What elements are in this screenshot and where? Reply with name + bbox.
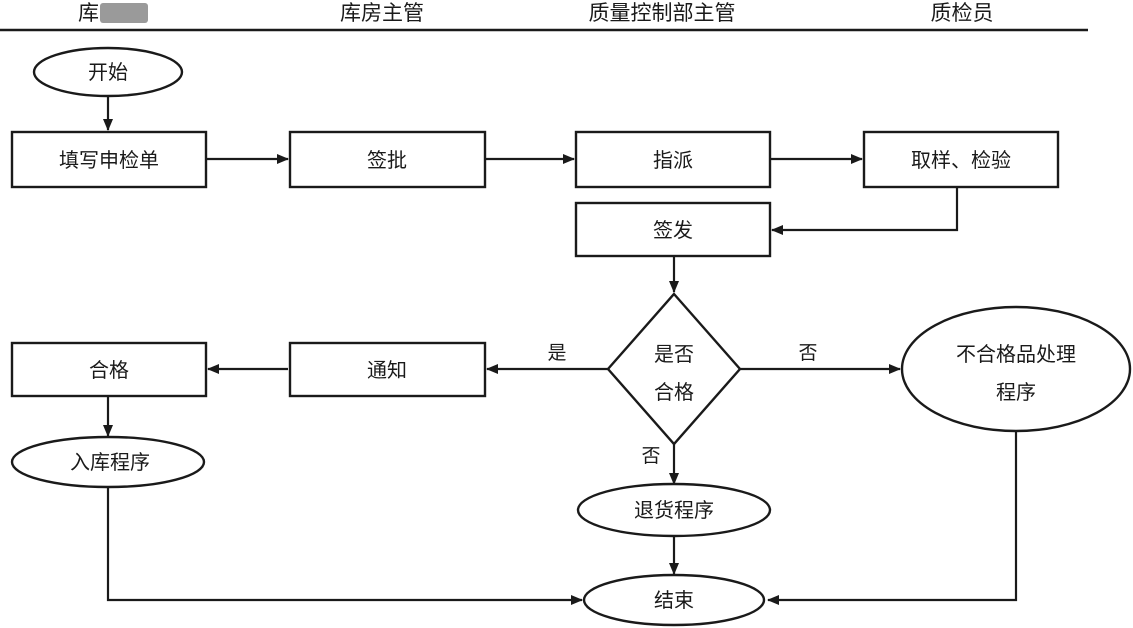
end-node: 结束: [582, 573, 766, 627]
start-label: 开始: [88, 60, 128, 84]
lane-title-2: 库房主管: [340, 1, 424, 25]
notify-box: 通知: [288, 341, 487, 398]
notify-label: 通知: [367, 358, 407, 382]
assign-label: 指派: [653, 148, 693, 172]
nonconforming-node: 不合格品处理 程序: [900, 305, 1132, 433]
decision-label-line1: 是否: [654, 342, 694, 366]
decision-label-line2: 合格: [654, 380, 694, 404]
nonconforming-label-line2: 程序: [996, 380, 1036, 404]
sample-label: 取样、检验: [911, 148, 1011, 172]
sample-box: 取样、检验: [862, 130, 1060, 189]
assign-box: 指派: [574, 130, 772, 189]
lane-header: 库 库房主管 质量控制部主管 质检员: [0, 1, 1088, 32]
return-label: 退货程序: [634, 498, 714, 522]
lane-title-4: 质检员: [931, 1, 994, 25]
approve-label: 签批: [367, 148, 407, 172]
edge-label-no-down: 否: [641, 445, 660, 467]
edge-label-no-right: 否: [798, 342, 817, 364]
return-node: 退货程序: [576, 482, 772, 538]
fill-form-box: 填写申检单: [10, 130, 208, 189]
edge-label-yes: 是: [547, 342, 566, 364]
storage-label: 入库程序: [70, 450, 150, 474]
blurred-region: [100, 3, 148, 23]
nonconforming-label-line1: 不合格品处理: [956, 342, 1076, 366]
connectors: [103, 95, 1018, 605]
lane-title-3: 质量控制部主管: [589, 1, 736, 25]
approve-box: 签批: [288, 130, 487, 189]
qualified-box: 合格: [10, 341, 208, 398]
qualified-label: 合格: [89, 358, 129, 382]
end-label: 结束: [654, 588, 694, 612]
decision-diamond: 是否 合格: [606, 292, 742, 446]
arrow-nonconforming-to-end: [767, 430, 1018, 605]
arrow-sample-to-issue: [771, 187, 959, 235]
fill-form-label: 填写申检单: [59, 148, 159, 172]
start-node: 开始: [32, 46, 184, 98]
lane-title-1: 库: [78, 1, 99, 25]
arrow-storage-to-end: [106, 486, 583, 605]
storage-node: 入库程序: [10, 435, 206, 489]
issue-box: 签发: [574, 201, 772, 258]
issue-label: 签发: [653, 218, 693, 242]
